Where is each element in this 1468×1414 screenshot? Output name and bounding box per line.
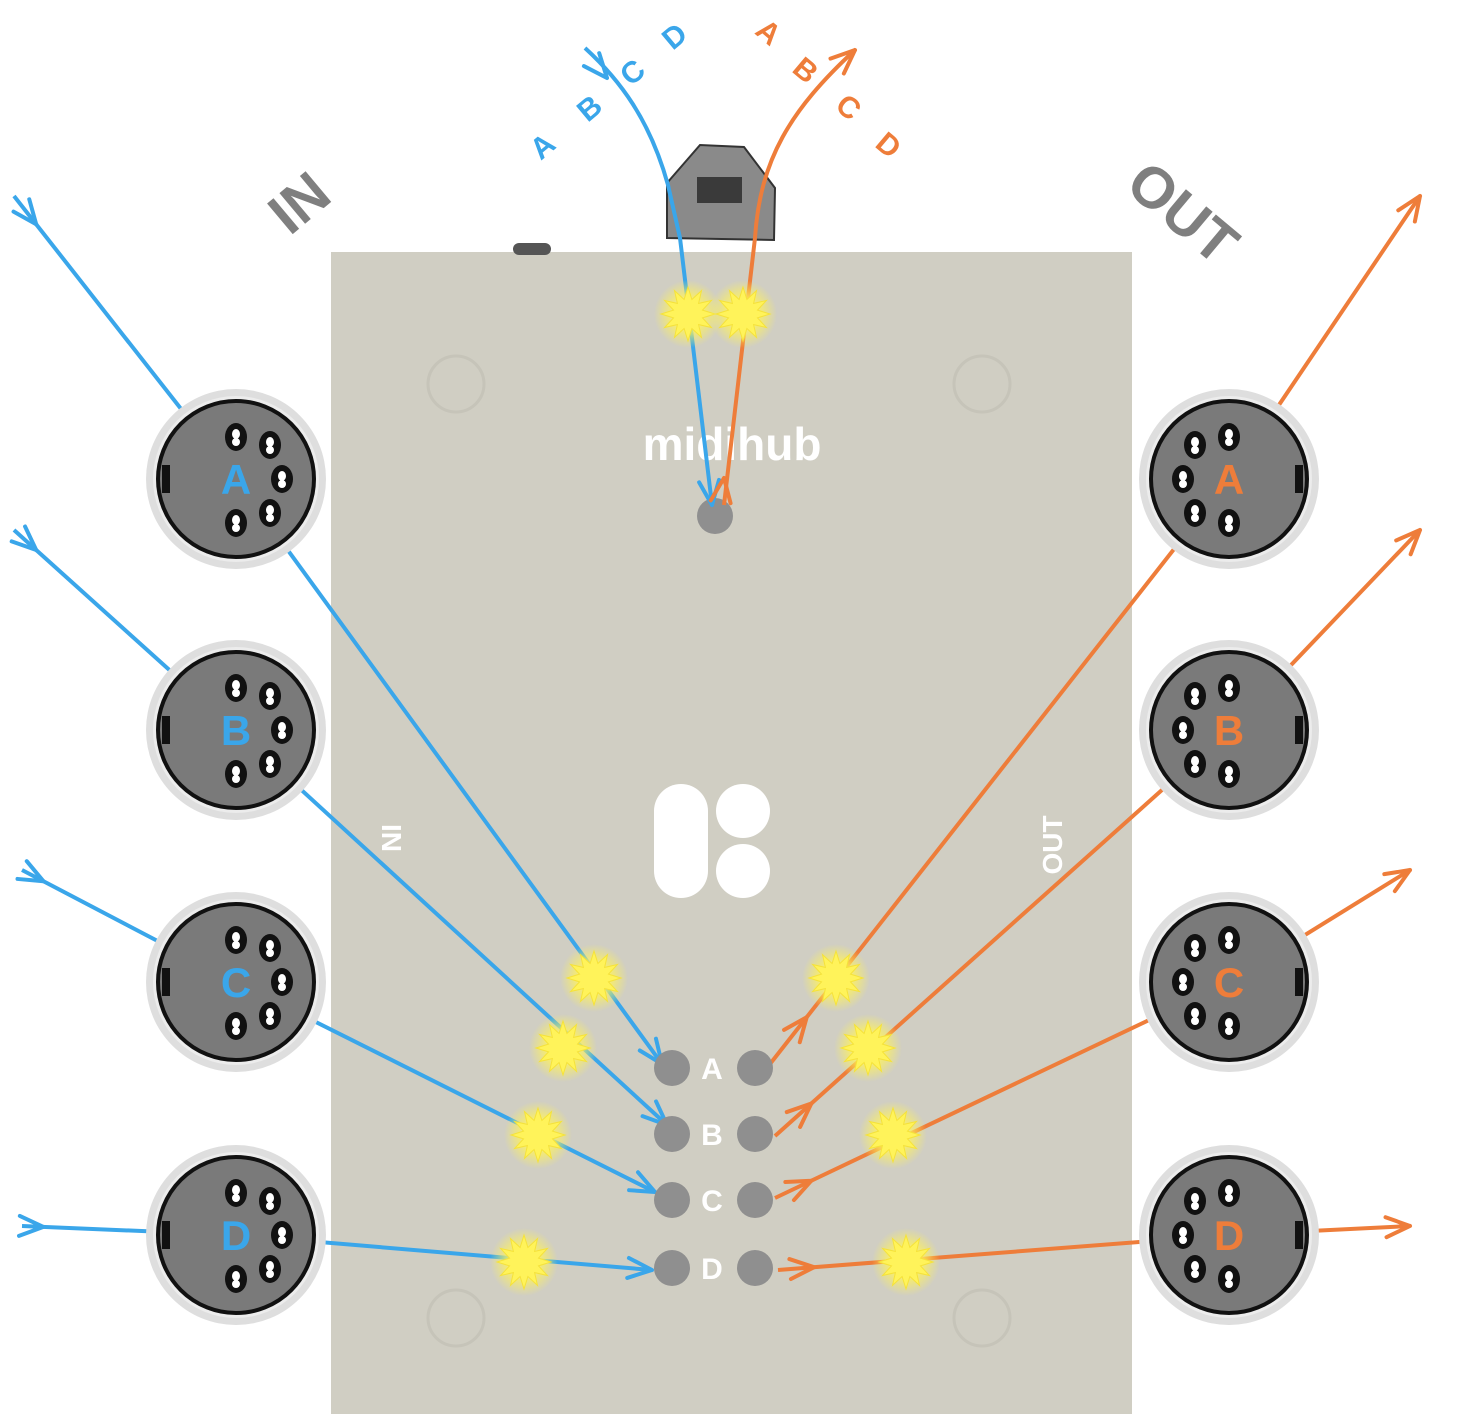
out-C-cable-arrow <box>1382 868 1412 894</box>
out-D-pad <box>737 1250 773 1286</box>
in-D-led <box>490 1228 558 1296</box>
panel-out-label: OUT <box>1037 815 1068 874</box>
out-A-led <box>802 944 870 1012</box>
out-A-cable-arrow <box>1396 194 1422 224</box>
in-A-led <box>560 944 628 1012</box>
usb-out-letter-D: D <box>869 126 907 165</box>
midi-in-jack-B-label: B <box>221 707 251 754</box>
midi-out-jack-B: B <box>1139 640 1319 820</box>
in-D-route-arrow <box>625 1256 654 1280</box>
panel-in-label: IN <box>376 824 407 852</box>
in-B-pad <box>654 1116 690 1152</box>
out-D-cable-arrow <box>1383 1215 1412 1240</box>
midi-out-jack-D: D <box>1139 1145 1319 1325</box>
out-heading: OUT <box>1115 149 1251 277</box>
in-B-led <box>529 1014 597 1082</box>
midi-in-jack-C-label: C <box>221 959 251 1006</box>
midi-out-jack-B-label: B <box>1214 707 1244 754</box>
out-B-route-arrow <box>784 1101 814 1129</box>
usb-out-arrow-top <box>828 48 857 76</box>
midi-in-jack-D-label: D <box>221 1212 251 1259</box>
port-label-B: B <box>701 1119 723 1152</box>
mounting-holes <box>426 354 1012 1348</box>
usb-in-arrow-top <box>581 51 609 80</box>
out-B-pad <box>737 1116 773 1152</box>
usb-connector <box>666 143 777 242</box>
midi-in-jack-B: B <box>146 640 326 820</box>
in-A-pad <box>654 1050 690 1086</box>
midi-out-jack-C-label: C <box>1214 959 1244 1006</box>
usb-out-arrow-bottom <box>708 476 733 506</box>
in-C-cable-arrow <box>15 859 46 884</box>
usb-in-route <box>583 46 714 506</box>
encoder-knob <box>513 243 551 255</box>
midi-out-jack-D-label: D <box>1214 1212 1244 1259</box>
out-A-pad <box>737 1050 773 1086</box>
out-C-route-arrow <box>783 1178 814 1203</box>
in-B-route <box>234 728 669 1127</box>
in-D-pad <box>654 1250 690 1286</box>
out-A-route-arrow <box>782 1015 809 1045</box>
midi-in-jack-A: A <box>146 389 326 569</box>
usb-port-hole <box>697 498 733 534</box>
midi-in-jack-D: D <box>146 1145 326 1325</box>
usb-in-led <box>654 280 722 348</box>
midi-out-jack-C: C <box>1139 892 1319 1072</box>
usb-in-letter-A: A <box>524 127 562 166</box>
usb-out-led <box>709 280 777 348</box>
out-D-led <box>872 1228 940 1296</box>
port-label-D: D <box>701 1253 723 1286</box>
in-heading: IN <box>256 160 342 247</box>
in-B-cable-arrow <box>9 524 39 552</box>
midihub-logo <box>654 784 770 898</box>
in-D-cable-arrow <box>17 1213 46 1238</box>
usb-in-letter-D: D <box>656 17 694 56</box>
usb-out-letter-C: C <box>829 88 867 127</box>
midi-out-jack-A: A <box>1139 389 1319 569</box>
in-C-route-arrow <box>627 1170 657 1194</box>
usb-out-letter-A: A <box>749 13 787 52</box>
port-label-A: A <box>701 1053 723 1086</box>
port-label-C: C <box>701 1185 723 1218</box>
out-C-led <box>859 1101 927 1169</box>
in-C-pad <box>654 1182 690 1218</box>
out-D-route-arrow <box>787 1257 817 1282</box>
usb-in-letter-B: B <box>571 89 609 128</box>
in-C-led <box>504 1101 572 1169</box>
in-A-cable-arrow <box>11 197 39 227</box>
midi-out-jack-A-label: A <box>1214 456 1244 503</box>
usb-out-route <box>722 48 857 506</box>
out-C-pad <box>737 1182 773 1218</box>
midi-in-jack-C: C <box>146 892 326 1072</box>
out-B-led <box>834 1014 902 1082</box>
out-B-cable-arrow <box>1394 528 1422 557</box>
midi-in-jack-A-label: A <box>221 456 251 503</box>
